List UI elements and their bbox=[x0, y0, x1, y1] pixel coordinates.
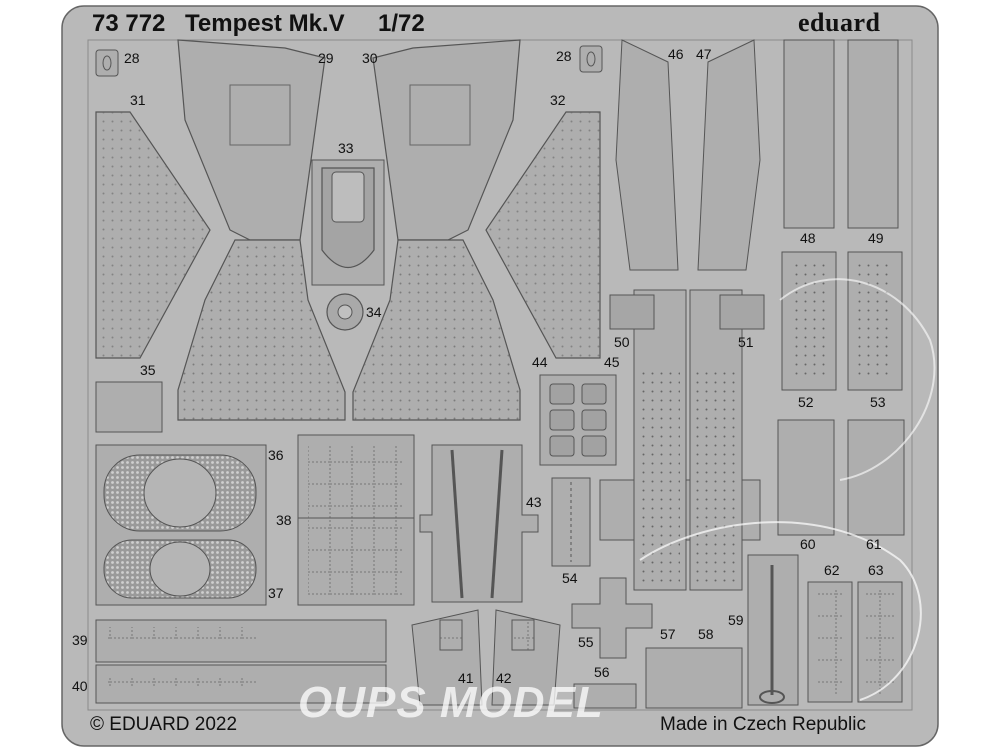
part-strip-left bbox=[783, 39, 835, 229]
part-43-rail-right bbox=[490, 449, 504, 599]
part-57-58 bbox=[645, 647, 743, 709]
part-label-46: 46 bbox=[668, 46, 684, 62]
part-45-c bbox=[581, 435, 607, 457]
part-30-detail bbox=[409, 84, 471, 146]
part-32-rivets bbox=[486, 112, 600, 358]
watermark-linework-2 bbox=[779, 278, 936, 481]
part-label-28-left: 28 bbox=[124, 50, 140, 66]
part-31-rivets bbox=[96, 112, 210, 358]
part-label-52: 52 bbox=[798, 394, 814, 410]
part-40-slots bbox=[108, 676, 258, 688]
part-label-47: 47 bbox=[696, 46, 712, 62]
part-label-32: 32 bbox=[550, 92, 566, 108]
part-label-54: 54 bbox=[562, 570, 578, 586]
part-41 bbox=[411, 609, 483, 706]
part-52-60 bbox=[777, 419, 835, 536]
part-42-grille bbox=[511, 619, 535, 651]
part-label-63: 63 bbox=[868, 562, 884, 578]
part-label-62: 62 bbox=[824, 562, 840, 578]
part-56 bbox=[573, 683, 637, 709]
part-label-53: 53 bbox=[870, 394, 886, 410]
part-label-60: 60 bbox=[800, 536, 816, 552]
part-50-tab bbox=[609, 294, 655, 330]
part-39 bbox=[95, 619, 387, 663]
part-35 bbox=[95, 381, 163, 433]
part-label-59: 59 bbox=[728, 612, 744, 628]
part-29-detail bbox=[229, 84, 291, 146]
part-33-window bbox=[331, 171, 365, 223]
part-50-rivets bbox=[640, 370, 680, 585]
part-label-57: 57 bbox=[660, 626, 676, 642]
part-strip-right bbox=[847, 39, 899, 229]
part-label-41: 41 bbox=[458, 670, 474, 686]
part-59-base bbox=[759, 690, 785, 704]
part-label-33: 33 bbox=[338, 140, 354, 156]
part-label-61: 61 bbox=[866, 536, 882, 552]
part-30-lower-rivets bbox=[353, 240, 520, 420]
part-49-rivets bbox=[856, 262, 894, 380]
part-62-slots bbox=[816, 590, 844, 694]
part-28-left-hole bbox=[102, 55, 112, 71]
part-label-48: 48 bbox=[800, 230, 816, 246]
part-label-31: 31 bbox=[130, 92, 146, 108]
part-label-36: 36 bbox=[268, 447, 284, 463]
part-label-58: 58 bbox=[698, 626, 714, 642]
watermark-linework bbox=[639, 521, 922, 701]
part-36-center bbox=[143, 458, 217, 528]
brand-logo-text: eduard bbox=[798, 8, 881, 37]
part-label-56: 56 bbox=[594, 664, 610, 680]
part-label-37: 37 bbox=[268, 585, 284, 601]
part-54 bbox=[551, 477, 591, 567]
part-37-center bbox=[149, 541, 211, 597]
copyright-text: © EDUARD 2022 bbox=[90, 714, 238, 735]
part-34-center bbox=[337, 304, 353, 320]
part-38-grid bbox=[308, 445, 404, 595]
part-44-a bbox=[549, 383, 575, 405]
part-label-51: 51 bbox=[738, 334, 754, 350]
part-28-right bbox=[579, 45, 603, 73]
part-44-c bbox=[549, 435, 575, 457]
part-label-34: 34 bbox=[366, 304, 382, 320]
part-label-50: 50 bbox=[614, 334, 630, 350]
fret-inner-frame bbox=[87, 39, 913, 711]
part-29-lower-rivets bbox=[178, 240, 345, 420]
part-label-39: 39 bbox=[72, 632, 88, 648]
part-43 bbox=[419, 444, 539, 603]
part-43-rail-left bbox=[450, 449, 464, 599]
made-in-text: Made in Czech Republic bbox=[660, 714, 866, 735]
part-label-38: 38 bbox=[276, 512, 292, 528]
part-label-44: 44 bbox=[532, 354, 548, 370]
part-41-grille bbox=[439, 619, 463, 651]
part-39-slots bbox=[108, 627, 258, 639]
part-44-b bbox=[549, 409, 575, 431]
part-51-rivets bbox=[696, 370, 736, 585]
part-label-45: 45 bbox=[604, 354, 620, 370]
part-51-tab bbox=[719, 294, 765, 330]
scale-label: 1/72 bbox=[378, 10, 425, 37]
part-label-29: 29 bbox=[318, 50, 334, 66]
part-42 bbox=[491, 609, 561, 706]
part-28-left bbox=[95, 49, 119, 77]
part-63-slots bbox=[866, 590, 894, 694]
part-label-40: 40 bbox=[72, 678, 88, 694]
part-46 bbox=[615, 39, 679, 271]
fret-number: 73 772 bbox=[92, 10, 166, 37]
part-45-a bbox=[581, 383, 607, 405]
part-47 bbox=[697, 39, 761, 271]
part-label-28-right: 28 bbox=[556, 48, 572, 64]
part-label-49: 49 bbox=[868, 230, 884, 246]
part-53-61 bbox=[847, 419, 905, 536]
part-45-b bbox=[581, 409, 607, 431]
part-label-35: 35 bbox=[140, 362, 156, 378]
part-label-43: 43 bbox=[526, 494, 542, 510]
part-55 bbox=[571, 577, 653, 659]
part-28-right-hole bbox=[586, 51, 596, 67]
model-name: Tempest Mk.V bbox=[185, 10, 345, 37]
part-label-55: 55 bbox=[578, 634, 594, 650]
watermark-text: OUPS MODEL bbox=[298, 678, 604, 727]
part-label-42: 42 bbox=[496, 670, 512, 686]
part-label-30: 30 bbox=[362, 50, 378, 66]
